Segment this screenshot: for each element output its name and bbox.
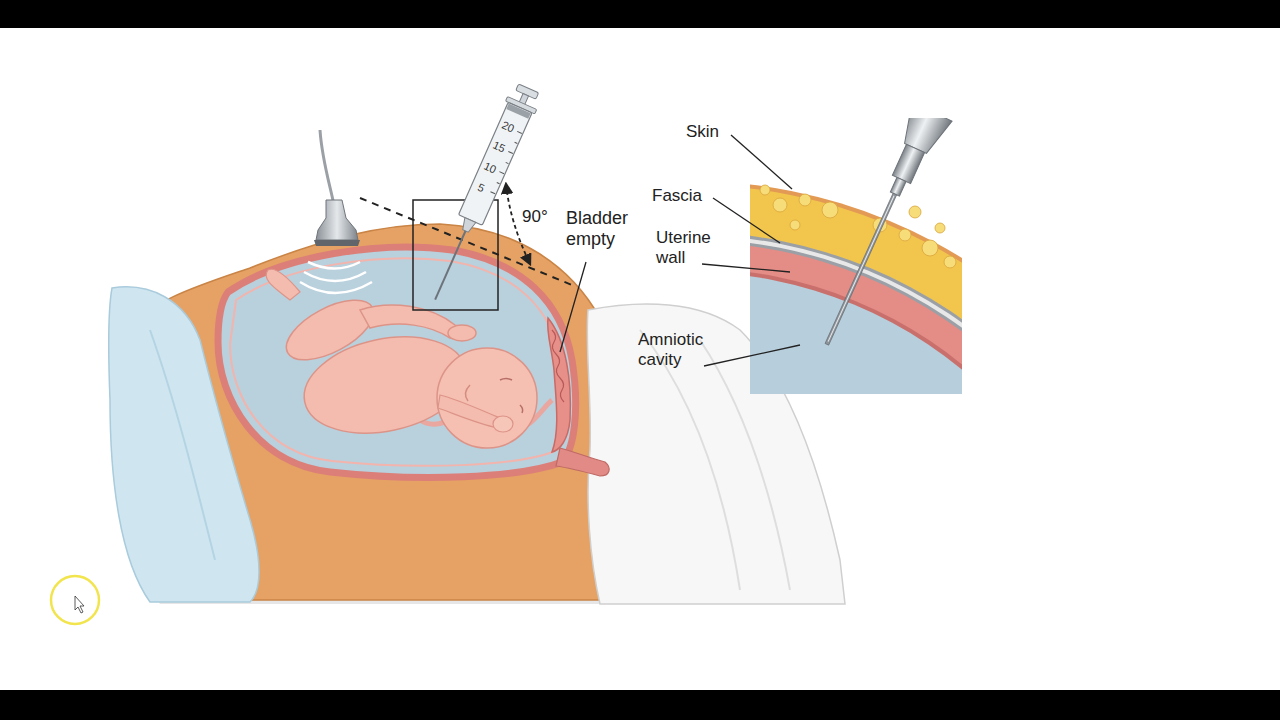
tick (515, 142, 518, 143)
tick (491, 192, 496, 194)
tick (506, 162, 509, 163)
placenta (548, 318, 571, 452)
cervix (556, 448, 609, 476)
part-label: Fascia (652, 186, 712, 206)
ultrasound-waves (300, 262, 372, 293)
plunger-stopper (506, 104, 530, 119)
wave (300, 282, 372, 293)
syringe (421, 82, 544, 306)
fetus-foot-2 (266, 269, 300, 300)
tick (517, 131, 522, 133)
needle-highlight (828, 196, 894, 342)
tick (508, 152, 513, 154)
angle-label: 90° (522, 207, 572, 227)
ultrasound-probe (316, 200, 358, 240)
fat-cell (909, 206, 921, 218)
fat-cell (760, 185, 770, 195)
uterus (218, 247, 576, 477)
scale-number: 5 (476, 181, 486, 194)
fetus-head (437, 348, 537, 448)
fat-cell (944, 256, 956, 268)
probe-cable (320, 130, 334, 205)
tick (499, 172, 504, 174)
leader-line (731, 135, 792, 189)
fetus (266, 269, 552, 448)
fat-cell (790, 220, 800, 230)
leader-line (702, 264, 790, 272)
fat-cell (899, 229, 911, 241)
uterus-lining (230, 258, 564, 465)
scale-number: 10 (482, 160, 498, 175)
part-label: Bladder empty (566, 208, 648, 249)
leader-line (560, 262, 586, 352)
syringe-barrel (458, 102, 532, 225)
cursor-highlight (51, 576, 99, 624)
scale-number: 15 (491, 140, 507, 155)
fascia-layer (750, 232, 962, 394)
top-bar (0, 0, 1280, 28)
leader-line (713, 198, 780, 243)
fetus-eye (500, 379, 512, 381)
syringe-tip (460, 218, 476, 234)
fat-cell (922, 240, 938, 256)
fetus-foot (448, 325, 476, 341)
inset-needle (807, 118, 952, 353)
amniotic-fluid (750, 272, 962, 394)
fascia-layer (750, 239, 962, 394)
fat-cell (799, 194, 811, 206)
bottom-bar (0, 690, 1280, 720)
fetus-hand (493, 416, 513, 432)
uterine-wall (750, 242, 962, 394)
fetus-ear (465, 385, 470, 401)
tick (497, 183, 500, 184)
fetus-thigh (277, 288, 382, 372)
needle-base (890, 177, 906, 196)
fat-cell (773, 198, 787, 212)
part-label: Uterine wall (656, 228, 726, 267)
blanket-fold (150, 330, 215, 560)
wave (308, 262, 360, 269)
placenta-texture (552, 330, 564, 402)
fat-cell (935, 223, 945, 233)
fat-cell (822, 202, 838, 218)
fat-layer (750, 185, 962, 394)
part-label: Skin (686, 122, 730, 142)
inset (750, 118, 962, 394)
part-label: Amniotic cavity (638, 330, 722, 369)
needle (435, 231, 465, 300)
uterine-wall-edge (750, 268, 962, 394)
leader-line (704, 345, 800, 366)
fetus-nose (520, 405, 523, 413)
probe-head (314, 240, 360, 246)
scale-number: 20 (500, 120, 516, 135)
wave (304, 272, 366, 281)
mouse-cursor (75, 596, 84, 613)
skin-layer (750, 181, 962, 394)
fascia-layer (750, 235, 962, 394)
needle-shaft (825, 193, 897, 345)
